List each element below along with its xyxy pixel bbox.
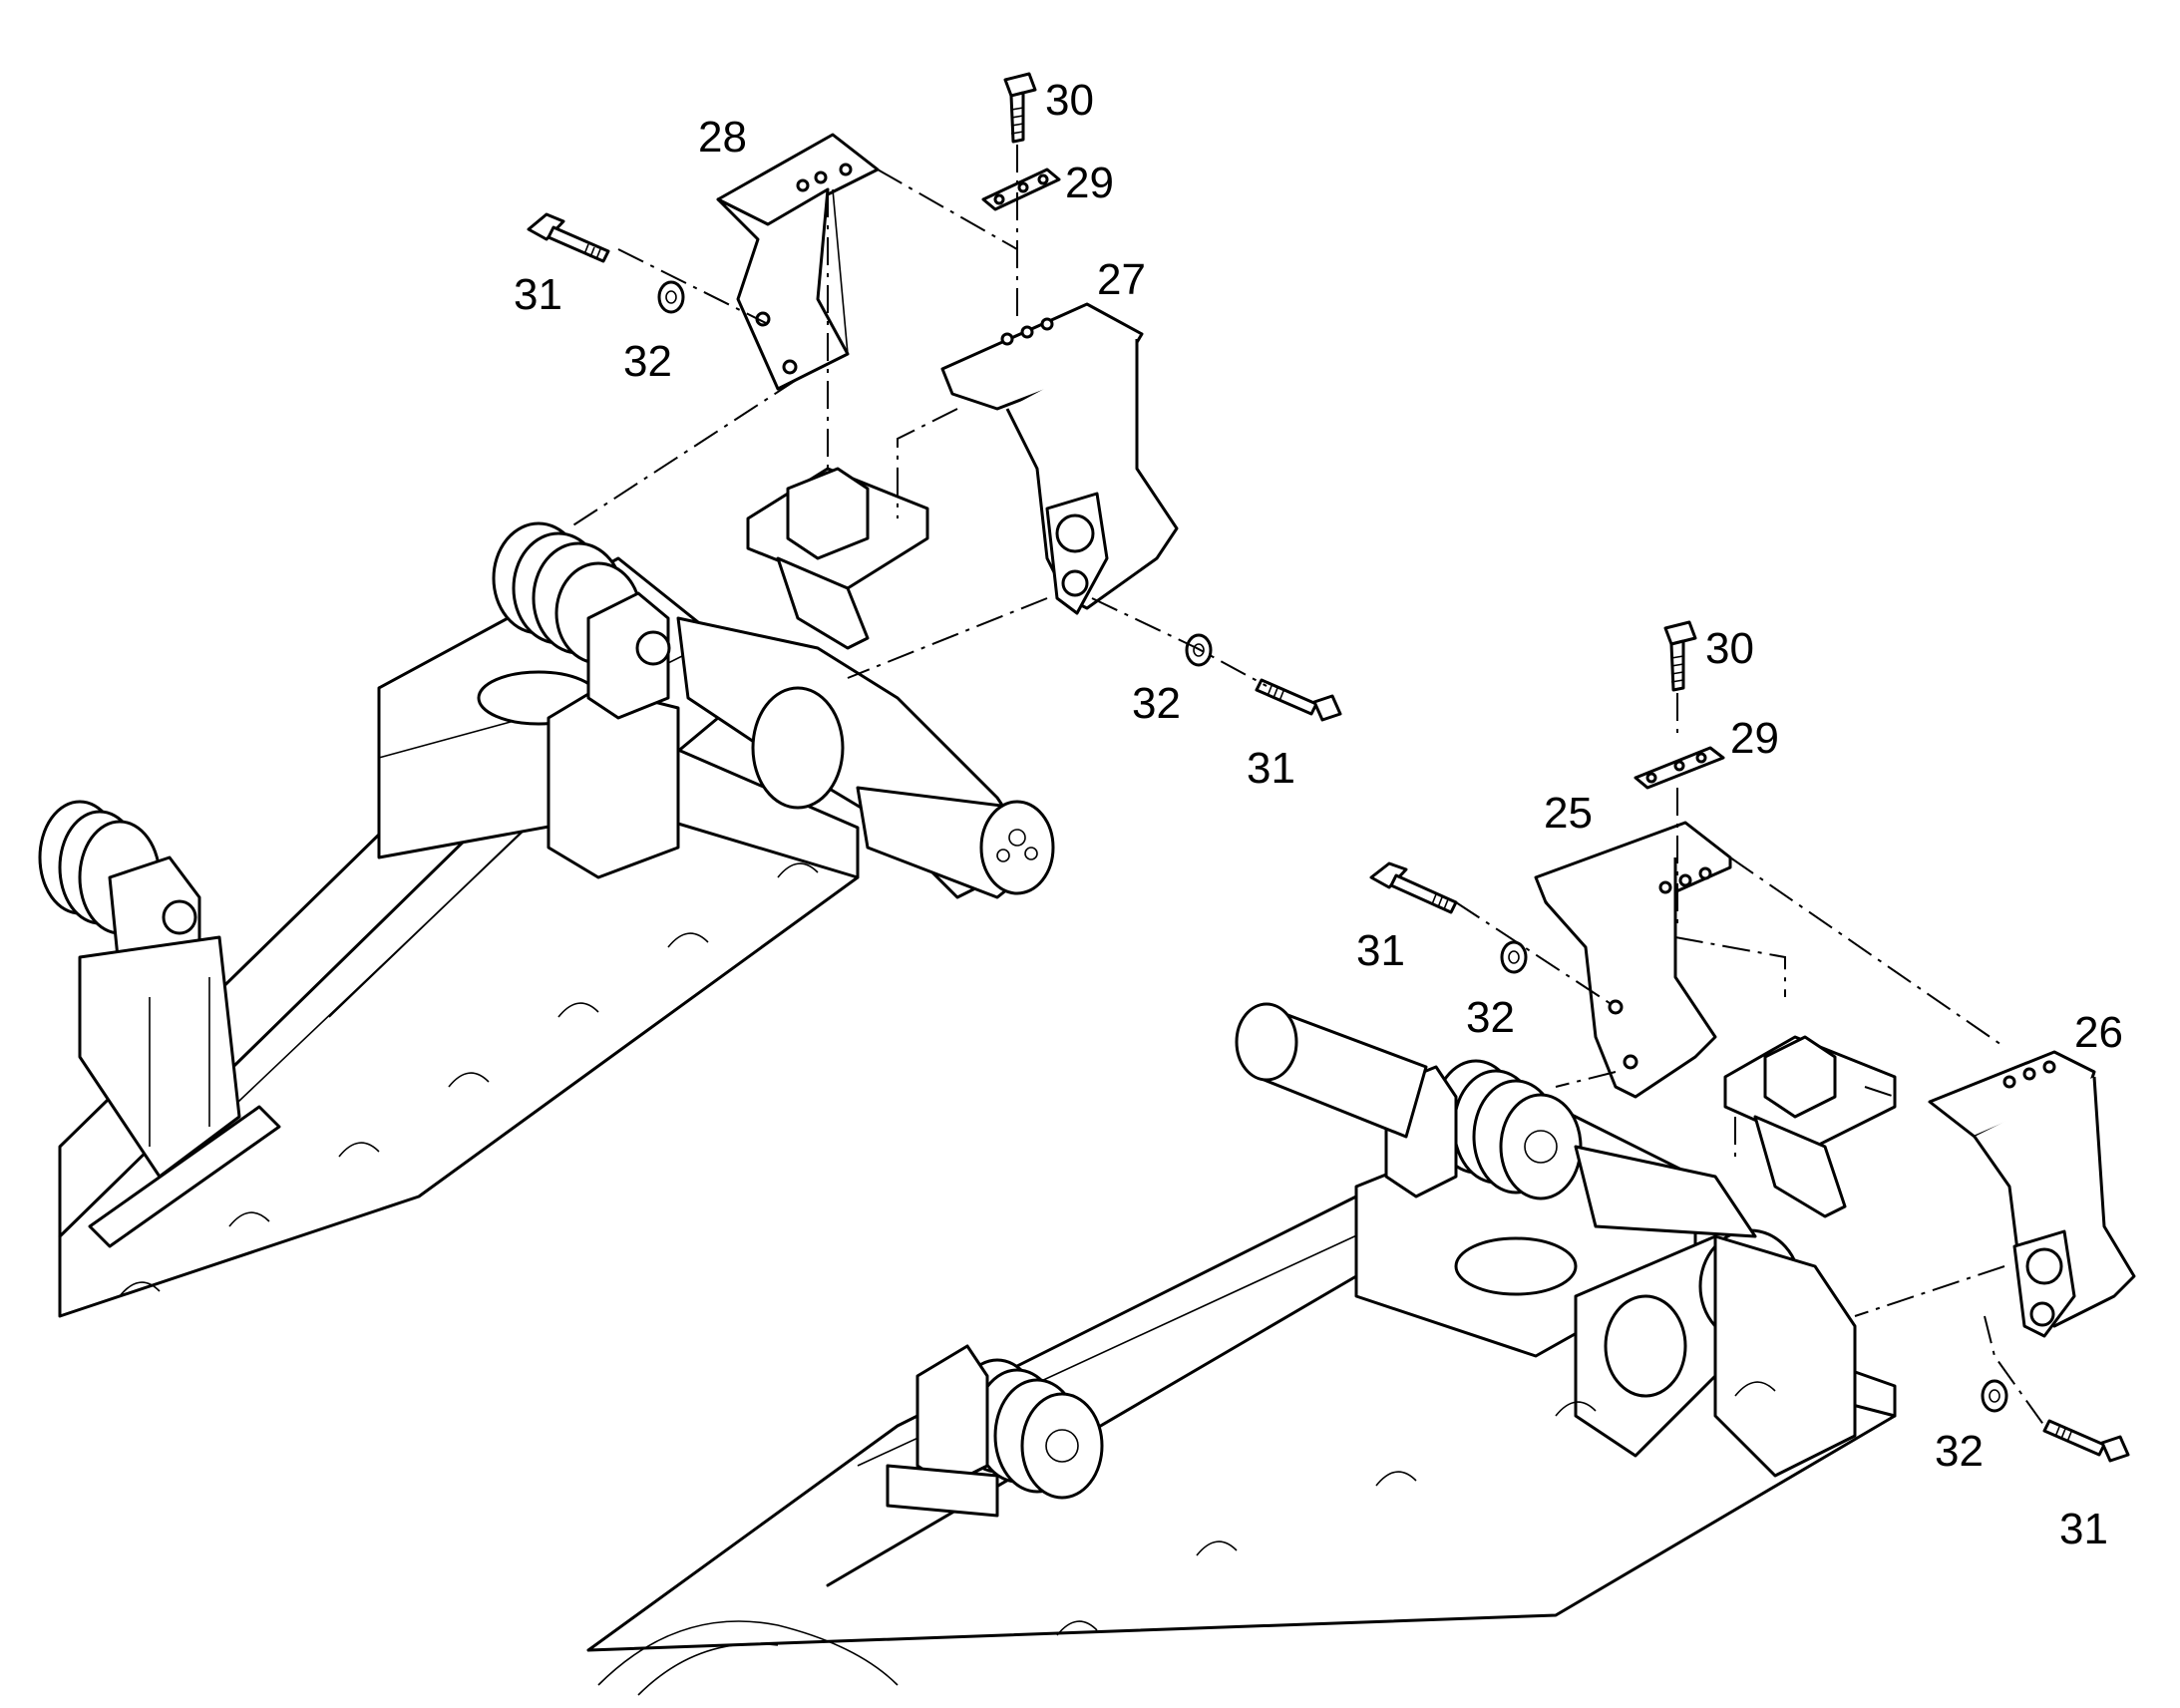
- part-25-bracket: [1534, 821, 1732, 1099]
- upper-axle-assembly: [38, 521, 1055, 1318]
- callout-32-lower-right: 32: [1935, 1427, 1984, 1476]
- part-26-bracket: [1928, 1050, 2136, 1338]
- callout-32-lower-left: 32: [1466, 993, 1515, 1042]
- callout-31-upper-right: 31: [1247, 744, 1295, 793]
- part-32-washer-lower-left: [1500, 940, 1528, 974]
- callout-31-lower-right: 31: [2059, 1505, 2108, 1553]
- callout-31-lower-left: 31: [1356, 926, 1405, 975]
- part-32-washer-lower-right: [1981, 1379, 2008, 1413]
- part-31-bolt-lower-right: [2042, 1419, 2130, 1463]
- part-31-bolt-upper-left: [527, 212, 610, 263]
- part-30-bolt-upper: [1003, 72, 1037, 144]
- callout-30-upper: 30: [1045, 76, 1094, 125]
- part-28-bracket: [716, 133, 880, 391]
- lower-axle-assembly: [586, 1002, 1897, 1696]
- callout-29-upper: 29: [1065, 159, 1114, 207]
- part-29-plate-upper: [981, 168, 1061, 211]
- part-30-bolt-lower: [1663, 620, 1697, 692]
- callout-32-upper-right: 32: [1132, 679, 1181, 728]
- lower-mounting-pad: [1723, 1035, 1897, 1218]
- upper-mounting-pad: [746, 467, 929, 650]
- part-27-bracket: [940, 302, 1179, 615]
- callout-25: 25: [1544, 789, 1593, 838]
- part-31-bolt-upper-right: [1255, 678, 1342, 722]
- lower-track-rollers: [1056, 1381, 1776, 1636]
- callout-29-lower: 29: [1730, 714, 1779, 763]
- assembly-center-lines: [567, 145, 2045, 1427]
- part-31-bolt-lower-left: [1369, 861, 1458, 914]
- part-32-washer-upper-left: [657, 280, 685, 314]
- callout-31-upper-left: 31: [514, 270, 562, 319]
- callout-27: 27: [1097, 255, 1146, 304]
- callout-30-lower: 30: [1705, 624, 1754, 673]
- callout-labels: 28 30 29 31 32 27 32 31 30 29 25 31 32 2…: [514, 76, 2123, 1553]
- callout-32-upper-left: 32: [623, 337, 672, 386]
- part-29-plate-lower: [1634, 746, 1725, 790]
- callout-26: 26: [2074, 1008, 2123, 1057]
- upper-track-rollers: [119, 862, 819, 1297]
- callout-28: 28: [698, 113, 747, 162]
